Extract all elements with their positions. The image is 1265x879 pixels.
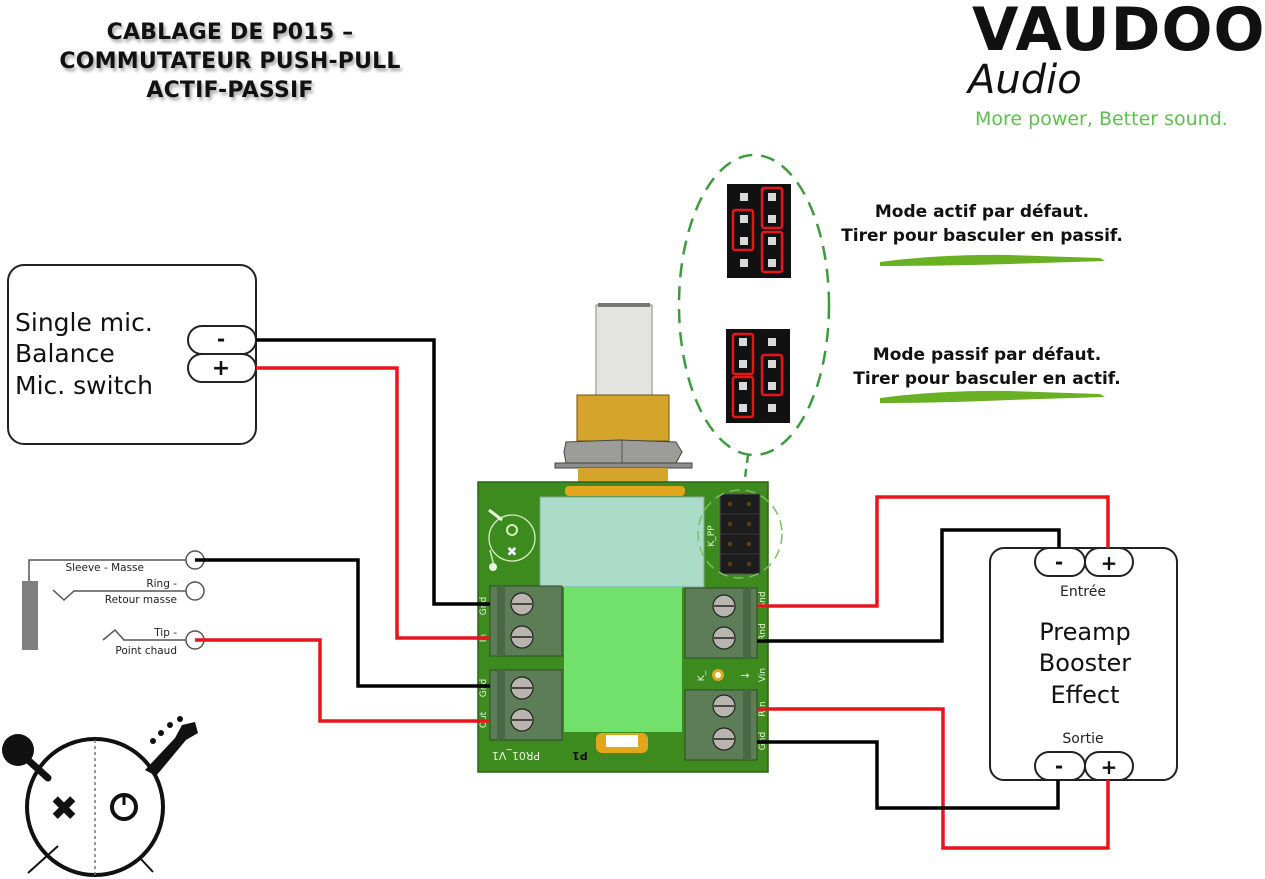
effect-input-minus-label: - bbox=[1055, 550, 1063, 574]
mode-2-underline bbox=[880, 390, 1105, 403]
jack-ring-label-1: Ring - bbox=[146, 578, 177, 590]
mode-2-line-1: Mode passif par défaut. bbox=[873, 345, 1101, 365]
wire-sleeve-to-gnd[interactable] bbox=[195, 558, 490, 688]
effect-output-label: Sortie bbox=[1062, 731, 1103, 747]
wire-rnd-to-effect-input-minus[interactable] bbox=[757, 528, 1061, 643]
mode-2-line-2: Tirer pour basculer en actif. bbox=[853, 369, 1120, 389]
wire-pickup-minus-to-gnd[interactable] bbox=[256, 338, 490, 606]
header-ref: K_PP bbox=[707, 525, 717, 547]
diagram-title: CABLAGE DE P015 – COMMUTATEUR PUSH-PULL … bbox=[0, 18, 460, 105]
mode-1-line-1: Mode actif par défaut. bbox=[875, 202, 1089, 222]
title-line-1: CABLAGE DE P015 – bbox=[106, 20, 354, 45]
effect-label-3: Effect bbox=[1050, 681, 1119, 709]
terminal-block-right-bottom bbox=[684, 689, 758, 761]
mode-1-underline bbox=[880, 254, 1105, 266]
terminal-block-left-top bbox=[489, 585, 563, 657]
mode-1-line-2: Tirer pour basculer en passif. bbox=[841, 226, 1123, 246]
pot-body bbox=[564, 587, 682, 732]
pcb-label-gnd-1: Gnd bbox=[479, 597, 489, 615]
potentiometer-shaft bbox=[554, 303, 693, 482]
brand-logo: VAUDOO bbox=[972, 0, 1265, 65]
brand-tagline: More power, Better sound. bbox=[975, 108, 1228, 130]
effect-input-label: Entrée bbox=[1060, 584, 1106, 600]
jumper-config-active bbox=[727, 184, 791, 278]
effect-output-minus-label: - bbox=[1055, 754, 1063, 778]
pickup-box: Single mic. Balance Mic. switch - + bbox=[7, 264, 257, 445]
pcb-label-snd: Snd bbox=[758, 591, 768, 608]
pcb-label-rnd: Rnd bbox=[758, 623, 768, 641]
wire-gnd-to-effect-output-minus[interactable] bbox=[757, 740, 1060, 810]
pickup-label-1: Single mic. bbox=[15, 308, 153, 337]
brand-logo-sub: Audio bbox=[968, 57, 1082, 103]
wire-pickup-plus-to-in[interactable] bbox=[256, 366, 490, 640]
effect-label-2: Booster bbox=[1039, 649, 1132, 677]
jack-sleeve-label: Sleeve - Masse bbox=[65, 562, 144, 574]
pcb-name: PR01_V1 bbox=[492, 749, 540, 762]
jack-sleeve-body bbox=[22, 581, 38, 650]
jack-ring-lug[interactable] bbox=[185, 581, 205, 601]
jack-schematic: Sleeve - Masse Ring - Retour masse Tip -… bbox=[22, 550, 205, 657]
pcb-label-gnd-2: Gnd bbox=[479, 679, 489, 697]
callout-ellipse bbox=[677, 153, 831, 457]
wire-tip-to-out[interactable] bbox=[195, 638, 490, 723]
effect-output-plus-label: + bbox=[1101, 755, 1118, 779]
vaudoo-emblem: ✖ bbox=[2, 716, 198, 877]
jack-tip-label-1: Tip - bbox=[153, 627, 177, 639]
jumper-config-passive bbox=[726, 329, 790, 423]
title-line-2: COMMUTATEUR PUSH-PULL bbox=[59, 49, 401, 74]
terminal-block-right-top bbox=[684, 587, 758, 659]
svg-text:→: → bbox=[740, 669, 749, 682]
wire-rtn-to-effect-output-plus[interactable] bbox=[757, 707, 1110, 850]
jack-tip-label-2: Point chaud bbox=[115, 645, 177, 657]
pcb-board: ✖ K_PP bbox=[477, 481, 783, 773]
pcb-pot-ref: P1 bbox=[572, 749, 588, 762]
pickup-label-2: Balance bbox=[15, 339, 115, 368]
x-mark-icon: ✖ bbox=[50, 789, 79, 829]
wire-snd-to-effect-input-plus[interactable] bbox=[757, 495, 1110, 608]
pickup-plus-label: + bbox=[212, 356, 230, 381]
guitar-headstock-icon bbox=[145, 722, 198, 776]
callout-pointer bbox=[743, 454, 750, 479]
title-line-3: ACTIF-PASSIF bbox=[146, 78, 314, 103]
jack-ring-label-2: Retour masse bbox=[105, 594, 177, 606]
effect-box: - + Entrée Preamp Booster Effect Sortie … bbox=[989, 547, 1178, 781]
effect-input-plus-label: + bbox=[1101, 551, 1118, 575]
terminal-block-left-bottom bbox=[489, 669, 563, 741]
k-label: K_ bbox=[697, 670, 707, 681]
pickup-minus-label: - bbox=[217, 327, 225, 351]
svg-text:✖: ✖ bbox=[507, 545, 518, 560]
pcb-label-vin: Vin bbox=[758, 668, 768, 682]
wires bbox=[195, 338, 1110, 850]
effect-label-1: Preamp bbox=[1039, 618, 1130, 646]
pickup-label-3: Mic. switch bbox=[15, 371, 153, 400]
